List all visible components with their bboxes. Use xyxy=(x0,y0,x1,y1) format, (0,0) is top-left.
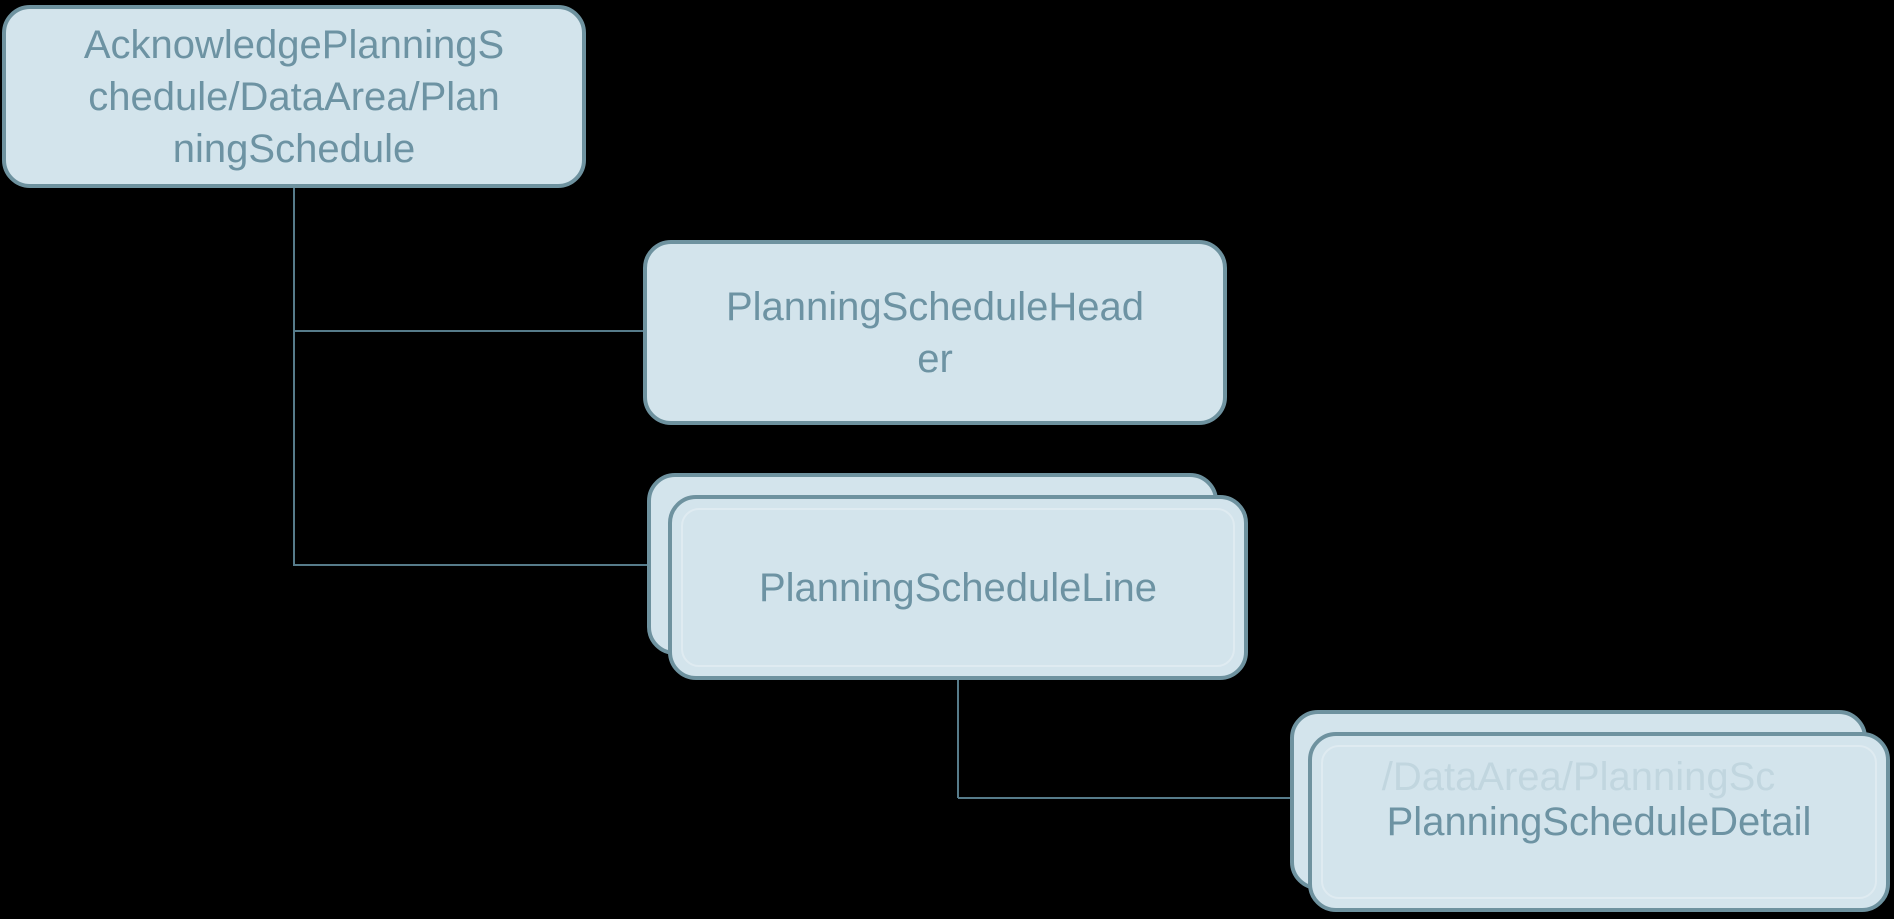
connector-root-trunk-vertical xyxy=(293,188,295,566)
connector-branch-to-detail xyxy=(958,797,1290,799)
connector-line-trunk-vertical xyxy=(957,680,959,798)
node-planning-schedule-header: PlanningScheduleHead er xyxy=(643,240,1227,425)
node-planning-schedule-line: PlanningScheduleLine xyxy=(668,495,1248,680)
node-planning-schedule-detail: PlanningScheduleDetail xyxy=(1308,732,1890,912)
connector-branch-to-header xyxy=(294,330,643,332)
node-planning-schedule-detail-label: PlanningScheduleDetail xyxy=(1386,800,1812,844)
connector-branch-to-line xyxy=(294,564,647,566)
node-planning-schedule-root: AcknowledgePlanningS chedule/DataArea/Pl… xyxy=(2,5,586,188)
node-planning-schedule-line-label: PlanningScheduleLine xyxy=(758,565,1158,610)
node-planning-schedule-header-label: PlanningScheduleHead er xyxy=(725,284,1145,381)
node-planning-schedule-root-label: AcknowledgePlanningS chedule/DataArea/Pl… xyxy=(83,22,505,171)
